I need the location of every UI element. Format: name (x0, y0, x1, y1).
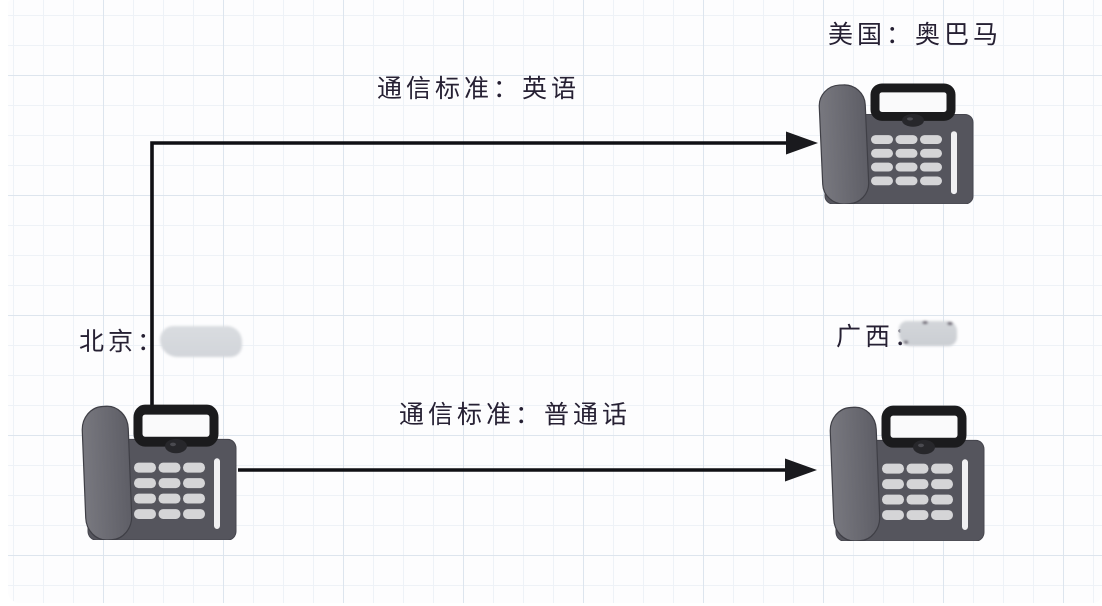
usa-node-label: 美国：奥巴马 (828, 22, 1003, 49)
beijing-phone-node (72, 403, 238, 540)
desk-phone-icon (809, 82, 975, 204)
redaction-smudge (160, 326, 242, 357)
edge-label-mandarin: 通信标准：普通话 (399, 402, 632, 429)
edge-label-english: 通信标准：英语 (377, 76, 581, 103)
desk-phone-icon (72, 403, 238, 540)
redaction-smudge (899, 321, 957, 346)
usa-phone-node (809, 82, 975, 204)
desk-phone-icon (820, 404, 986, 541)
page-margin (0, 0, 8, 606)
guangxi-phone-node (820, 404, 986, 541)
beijing-node-label: 北京： (79, 329, 167, 356)
page-margin (0, 603, 1102, 606)
